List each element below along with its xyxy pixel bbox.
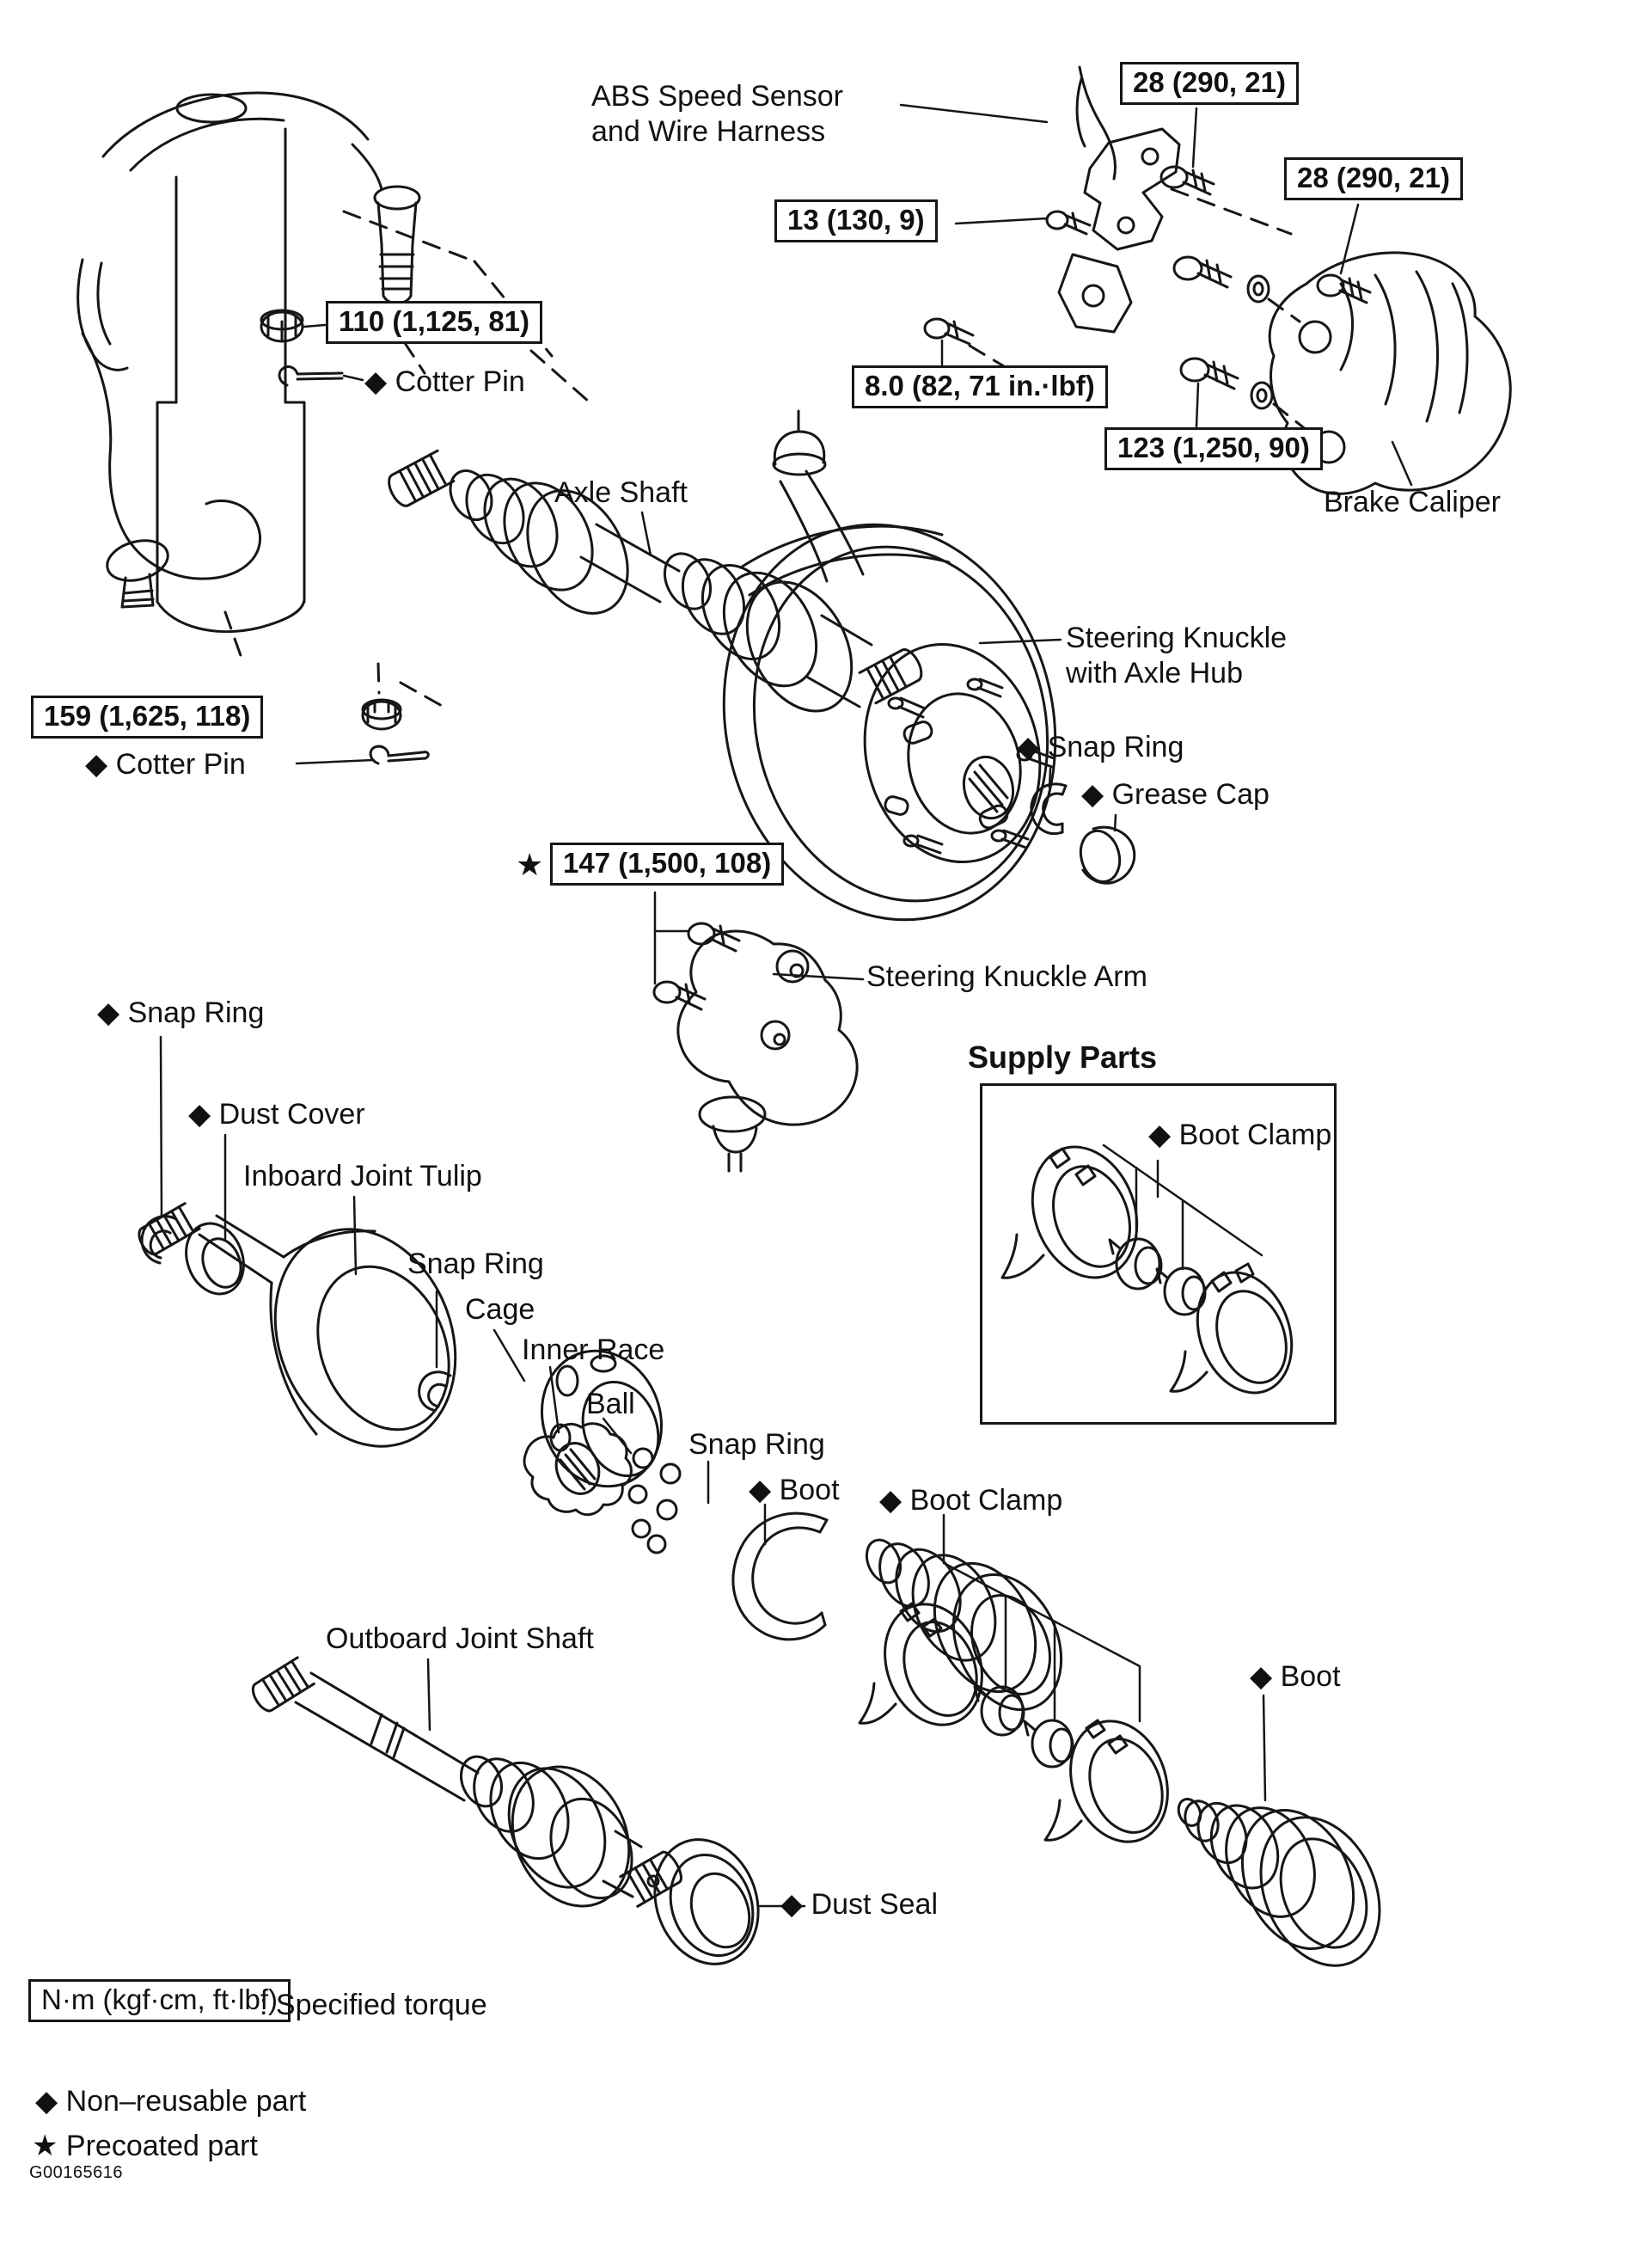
label-steering-knuckle: Steering Knuckle with Axle Hub xyxy=(1066,621,1287,692)
outboard-joint-shaft-drawing xyxy=(251,1656,682,1908)
nut-159-drawing xyxy=(361,698,402,731)
torque-spec-8: 8.0 (82, 71 in.·lbf) xyxy=(852,365,1108,408)
supply-parts-drawing xyxy=(1000,1143,1294,1395)
label-abs-speed-sensor: ABS Speed Sensor and Wire Harness xyxy=(591,79,843,150)
steering-knuckle-arm-drawing xyxy=(652,922,859,1173)
nut-110-drawing xyxy=(260,309,304,343)
caliper-bolt-lower-drawing xyxy=(1179,357,1274,410)
label-outboard-joint-shaft: Outboard Joint Shaft xyxy=(326,1622,594,1655)
label-snap-ring-outboard: Snap Ring xyxy=(688,1428,825,1461)
legend-non-reusable: ◆ Non–reusable part xyxy=(35,2085,307,2118)
supply-parts-box xyxy=(980,1083,1337,1425)
label-inboard-joint-tulip: Inboard Joint Tulip xyxy=(243,1160,482,1192)
label-boot-outboard: ◆ Boot xyxy=(1250,1660,1341,1693)
label-line: Steering Knuckle xyxy=(1066,622,1288,654)
bolt-28-upper-drawing xyxy=(1159,165,1215,196)
dust-seal-drawing xyxy=(653,1838,760,1965)
torque-spec-13: 13 (130, 9) xyxy=(774,199,938,242)
torque-spec-159: 159 (1,625, 118) xyxy=(31,696,264,739)
leader-lines xyxy=(159,103,1413,1908)
label-steering-knuckle-arm: Steering Knuckle Arm xyxy=(866,960,1147,993)
label-snap-ring-inboard: ◆ Snap Ring xyxy=(97,996,265,1029)
legend-torque-note: : Specified torque xyxy=(260,1989,487,2021)
supply-parts-title: Supply Parts xyxy=(968,1039,1158,1075)
label-ball: Ball xyxy=(586,1388,635,1420)
label-boot-inboard: ◆ Boot xyxy=(749,1474,840,1506)
label-boot-clamp-mid: ◆ Boot Clamp xyxy=(879,1484,1063,1517)
torque-spec-123: 123 (1,250, 90) xyxy=(1104,427,1323,470)
label-brake-caliper: Brake Caliper xyxy=(1324,486,1501,518)
figure-code: G00165616 xyxy=(29,2163,124,2182)
precoated-star-icon: ★ xyxy=(516,847,544,882)
cotter-pin-lower-drawing xyxy=(369,745,430,765)
inboard-joint-drawing xyxy=(138,1202,457,1448)
legend-precoated: ★ Precoated part xyxy=(32,2130,258,2162)
label-snap-ring-hub: ◆ Snap Ring xyxy=(1017,731,1184,763)
label-cage: Cage xyxy=(465,1293,535,1326)
steering-knuckle-drawing xyxy=(722,409,1057,922)
legend-torque-unit-box: N·m (kgf·cm, ft·lbf) xyxy=(28,1979,291,2022)
label-grease-cap: ◆ Grease Cap xyxy=(1081,778,1270,811)
boot-clamp-mid-drawing xyxy=(858,1513,1169,1843)
boot-outboard-drawing xyxy=(1177,1798,1381,1967)
label-snap-ring-cage: Snap Ring xyxy=(407,1248,544,1280)
abs-sensor-drawing xyxy=(1057,65,1181,334)
inner-race-drawing xyxy=(523,1422,633,1517)
torque-spec-110: 110 (1,125, 81) xyxy=(326,301,543,344)
label-dust-cover: ◆ Dust Cover xyxy=(188,1098,365,1131)
label-dust-seal: ◆ Dust Seal xyxy=(780,1888,938,1921)
axle-shaft-drawing xyxy=(388,449,923,713)
torque-spec-28-upper: 28 (290, 21) xyxy=(1120,62,1299,105)
bolt-13-drawing xyxy=(1045,210,1092,236)
balls-drawing xyxy=(627,1447,682,1554)
cotter-pin-upper-drawing xyxy=(278,365,344,387)
torque-spec-147: 147 (1,500, 108) xyxy=(550,843,785,886)
strut-assembly-drawing xyxy=(76,91,421,634)
label-line: with Axle Hub xyxy=(1066,657,1243,690)
label-line: and Wire Harness xyxy=(591,115,826,149)
grease-cap-drawing xyxy=(1079,825,1136,885)
label-cotter-pin-upper: ◆ Cotter Pin xyxy=(364,365,525,398)
caliper-bolt-upper-drawing xyxy=(1172,255,1270,303)
snap-ring-outboard-drawing xyxy=(731,1511,829,1641)
label-cotter-pin-lower: ◆ Cotter Pin xyxy=(85,748,246,781)
snap-ring-cage-drawing xyxy=(418,1370,452,1412)
label-line: ABS Speed Sensor xyxy=(591,80,843,113)
label-boot-clamp-supply: ◆ Boot Clamp xyxy=(1148,1119,1332,1151)
boot-inboard-drawing xyxy=(865,1538,1063,1712)
label-inner-race: Inner Race xyxy=(522,1333,665,1366)
torque-spec-28-lower: 28 (290, 21) xyxy=(1284,157,1463,200)
bolt-8-drawing xyxy=(923,317,975,346)
label-axle-shaft: Axle Shaft xyxy=(554,476,688,509)
